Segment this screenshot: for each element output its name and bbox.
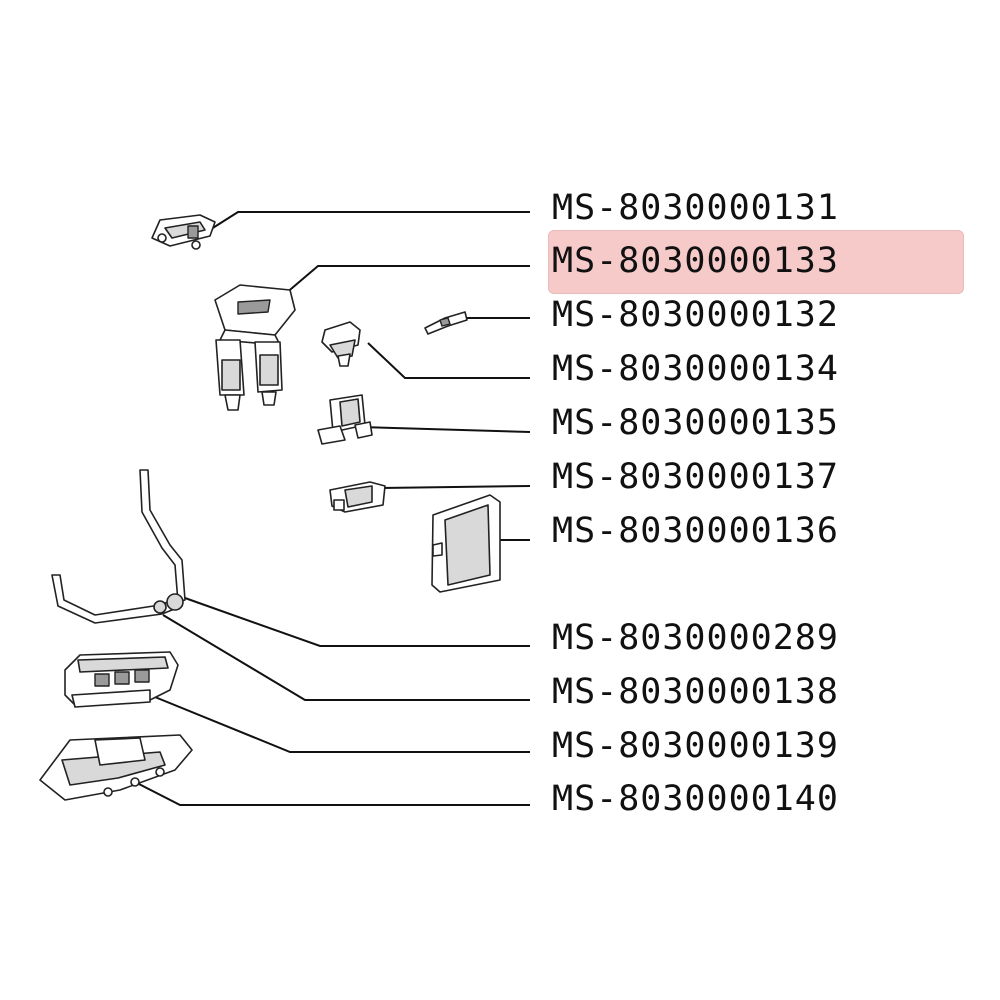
part-133-valve-block[interactable] bbox=[214, 284, 296, 411]
part-131-bracket[interactable] bbox=[151, 214, 216, 250]
leader-line-289 bbox=[184, 597, 530, 647]
part-number-label[interactable]: MS-8030000135 bbox=[552, 403, 839, 443]
part-number-label[interactable]: MS-8030000136 bbox=[552, 511, 839, 551]
leader-line-137 bbox=[377, 485, 531, 489]
leader-line-135 bbox=[359, 426, 531, 433]
part-number-label[interactable]: MS-8030000133 bbox=[552, 241, 839, 281]
part-136-cover[interactable] bbox=[431, 494, 501, 593]
part-number-label[interactable]: MS-8030000289 bbox=[552, 618, 839, 658]
part-number-label[interactable]: MS-8030000131 bbox=[552, 188, 839, 228]
leader-line-133 bbox=[277, 265, 530, 301]
part-289-tube[interactable] bbox=[51, 469, 186, 624]
part-number-label[interactable]: MS-8030000138 bbox=[552, 672, 839, 712]
part-137-clip[interactable] bbox=[329, 481, 386, 513]
part-135-clip[interactable] bbox=[317, 394, 373, 445]
leader-line-140 bbox=[134, 781, 530, 806]
selected-part-highlight bbox=[548, 230, 964, 294]
part-140-base-tray[interactable] bbox=[39, 734, 193, 801]
leader-line-134 bbox=[367, 342, 530, 379]
part-138-pump[interactable] bbox=[64, 651, 179, 708]
part-number-label[interactable]: MS-8030000132 bbox=[552, 295, 839, 335]
part-number-label[interactable]: MS-8030000137 bbox=[552, 457, 839, 497]
part-132-connector[interactable] bbox=[424, 311, 468, 335]
leader-line-138 bbox=[162, 614, 530, 701]
part-number-label[interactable]: MS-8030000140 bbox=[552, 779, 839, 819]
part-number-label[interactable]: MS-8030000134 bbox=[552, 349, 839, 389]
part-number-label[interactable]: MS-8030000139 bbox=[552, 726, 839, 766]
leader-line-131 bbox=[196, 211, 530, 239]
leader-line-139 bbox=[149, 694, 530, 753]
part-134-switch[interactable] bbox=[321, 321, 361, 367]
